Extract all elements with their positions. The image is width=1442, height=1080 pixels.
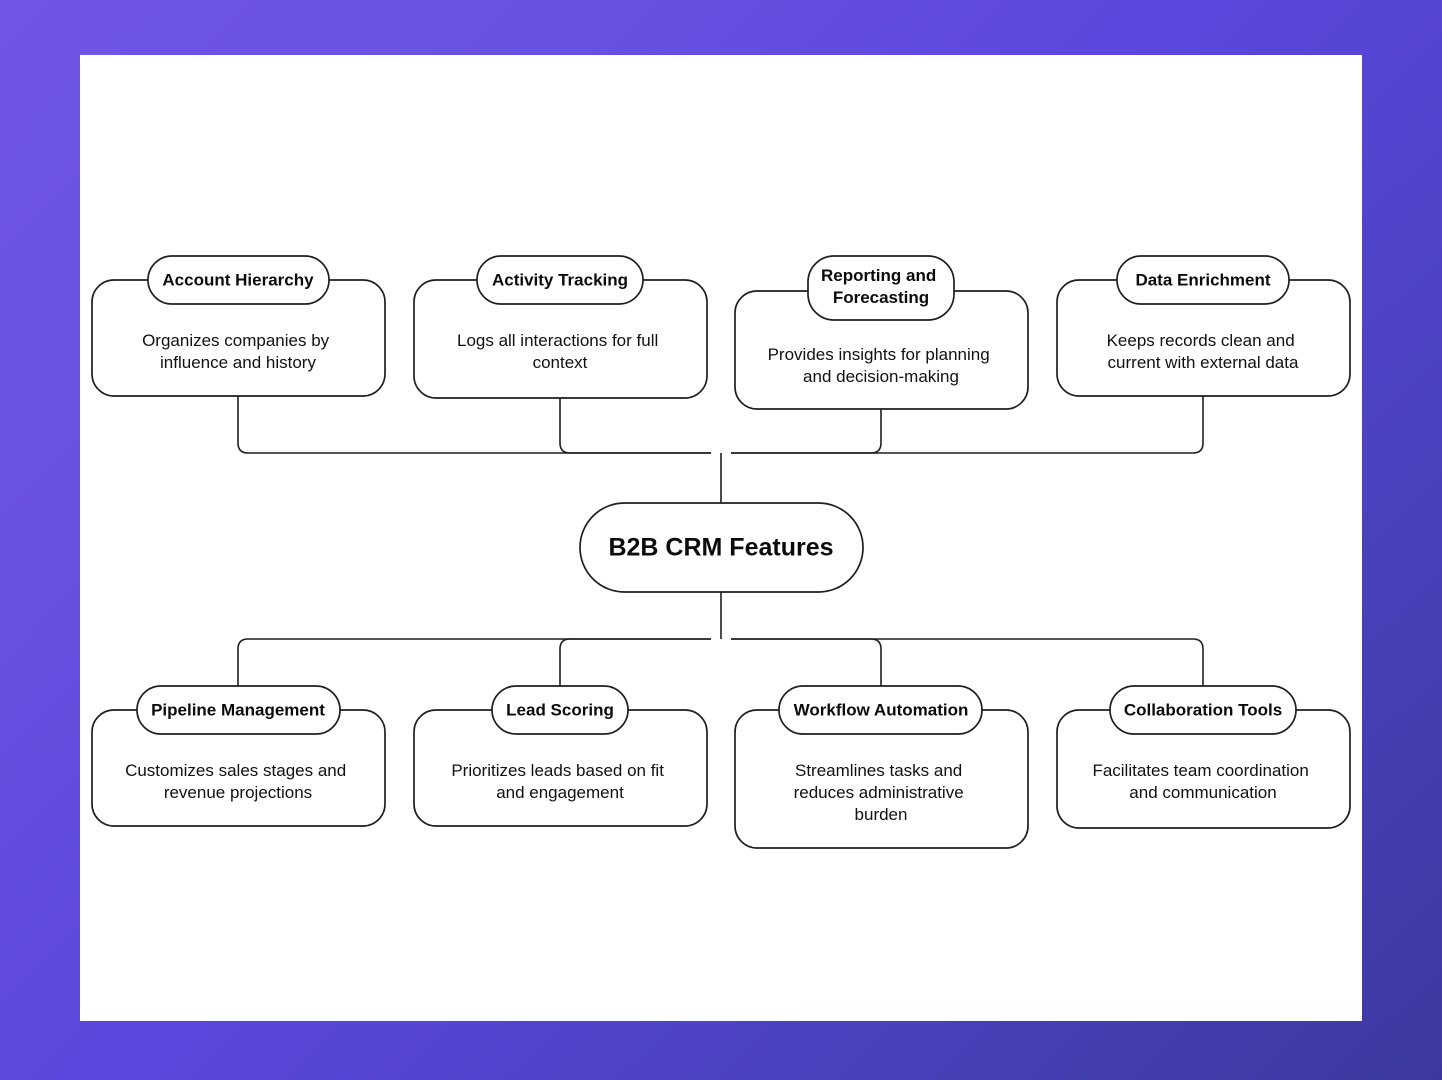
node-desc-collaboration-tools: Facilitates team coordination and commun… [1092, 761, 1313, 802]
edges-top [237, 396, 1204, 503]
node-title-pipeline-management: Pipeline Management [151, 700, 325, 719]
node-pill-reporting-and-forecasting [807, 255, 955, 321]
node-reporting-and-forecasting[interactable]: Reporting and Forecasting Provides insig… [734, 255, 1029, 410]
node-workflow-automation[interactable]: Workflow Automation Streamlines tasks an… [734, 685, 1029, 849]
edge-reporting-forecasting [731, 409, 882, 454]
node-desc-reporting-and-forecasting: Provides insights for planning and decis… [768, 345, 995, 386]
node-desc-workflow-automation: Streamlines tasks and reduces administra… [794, 761, 969, 824]
edge-activity-tracking [559, 398, 711, 454]
node-pipeline-management[interactable]: Pipeline Management Customizes sales sta… [91, 685, 386, 827]
node-pill-pipeline-management [136, 685, 341, 735]
node-pill-lead-scoring [491, 685, 629, 735]
node-desc-lead-scoring: Prioritizes leads based on fit and engag… [451, 761, 668, 802]
edge-lead-scoring [559, 638, 711, 686]
node-title-data-enrichment: Data Enrichment [1135, 270, 1270, 289]
node-title-workflow-automation: Workflow Automation [794, 700, 969, 719]
edge-data-enrichment [731, 396, 1204, 454]
node-title-account-hierarchy: Account Hierarchy [162, 270, 314, 289]
node-collaboration-tools[interactable]: Collaboration Tools Facilitates team coo… [1056, 685, 1351, 829]
node-title-lead-scoring: Lead Scoring [506, 700, 614, 719]
node-desc-pipeline-management: Customizes sales stages and revenue proj… [125, 761, 351, 802]
node-root-b2b-crm-features[interactable]: B2B CRM Features [579, 502, 864, 593]
node-pill-workflow-automation [778, 685, 983, 735]
node-title-collaboration-tools: Collaboration Tools [1124, 700, 1282, 719]
node-desc-activity-tracking: Logs all interactions for full context [457, 331, 663, 372]
node-account-hierarchy[interactable]: Account Hierarchy Organizes companies by… [91, 255, 386, 397]
edge-collaboration-tools [731, 638, 1204, 686]
node-desc-account-hierarchy: Organizes companies by influence and his… [142, 331, 334, 372]
node-pill-data-enrichment [1116, 255, 1290, 305]
node-pill-root [579, 502, 864, 593]
node-title-activity-tracking: Activity Tracking [492, 270, 628, 289]
edge-workflow-automation [731, 638, 882, 686]
edges-bottom [237, 592, 1204, 686]
edge-account-hierarchy [237, 396, 711, 454]
node-lead-scoring[interactable]: Lead Scoring Prioritizes leads based on … [413, 685, 708, 827]
node-activity-tracking[interactable]: Activity Tracking Logs all interactions … [413, 255, 708, 399]
node-pill-account-hierarchy [147, 255, 330, 305]
node-title-root: B2B CRM Features [608, 534, 833, 562]
edge-pipeline-management [237, 638, 711, 686]
node-title-reporting-and-forecasting: Reporting and Forecasting [821, 266, 941, 307]
node-pill-collaboration-tools [1109, 685, 1297, 735]
node-data-enrichment[interactable]: Data Enrichment Keeps records clean and … [1056, 255, 1351, 397]
node-pill-activity-tracking [476, 255, 644, 305]
node-desc-data-enrichment: Keeps records clean and current with ext… [1107, 331, 1300, 372]
